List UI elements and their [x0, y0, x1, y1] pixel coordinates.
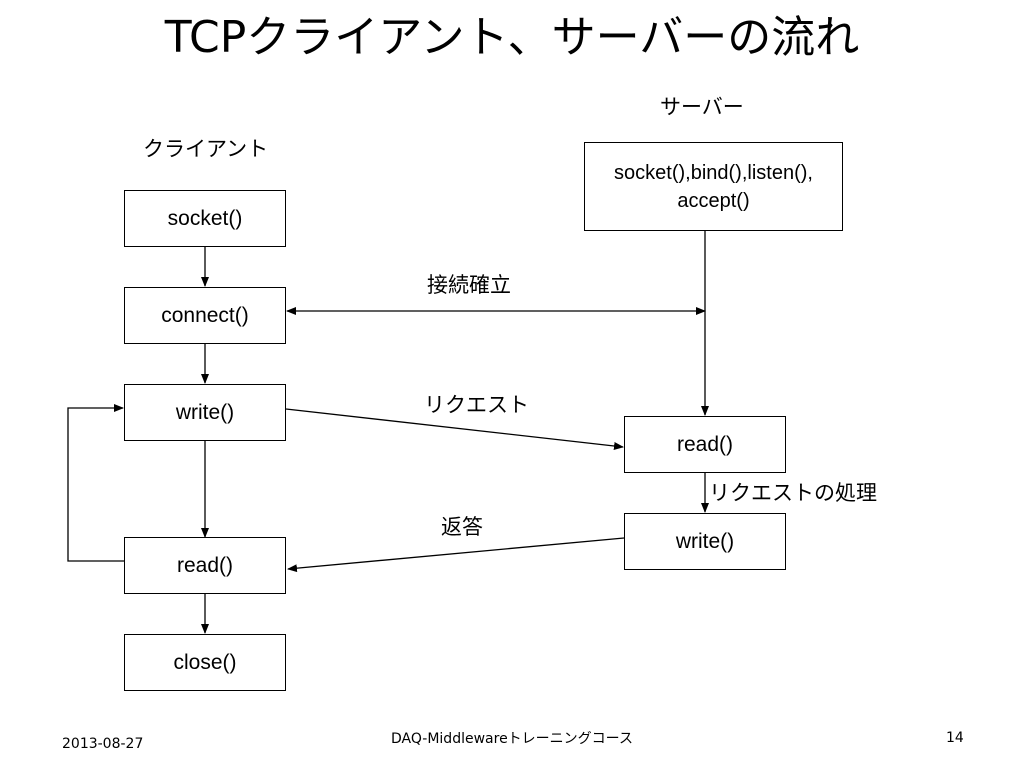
client-connect-box: connect()	[124, 287, 286, 344]
server-read-box: read()	[624, 416, 786, 473]
server-setup-label-line1: socket(),bind(),listen(),	[614, 161, 813, 184]
server-column-header: サーバー	[660, 95, 744, 119]
connection-established-label: 接続確立	[427, 273, 511, 297]
server-write-box: write()	[624, 513, 786, 570]
client-connect-label: connect()	[161, 303, 249, 327]
client-socket-label: socket()	[167, 206, 243, 230]
client-read-label: read()	[176, 553, 234, 577]
footer-page-number: 14	[946, 730, 964, 746]
request-label: リクエスト	[424, 393, 529, 417]
server-read-label: read()	[676, 432, 734, 456]
client-write-label: write()	[175, 400, 235, 424]
footer-date: 2013-08-27	[62, 736, 144, 752]
client-close-label: close()	[173, 650, 237, 674]
server-setup-box: socket(),bind(),listen(), accept()	[584, 142, 843, 231]
server-write-label: write()	[675, 529, 735, 553]
footer-course-title: DAQ-Middlewareトレーニングコース	[391, 731, 633, 747]
client-write-box: write()	[124, 384, 286, 441]
arrow-loop-read-to-write	[67, 404, 124, 562]
client-socket-box: socket()	[124, 190, 286, 247]
server-setup-label-line2: accept()	[677, 189, 750, 212]
response-label: 返答	[441, 515, 483, 539]
client-close-box: close()	[124, 634, 286, 691]
arrow-response	[287, 537, 625, 573]
request-processing-label: リクエストの処理	[709, 481, 877, 505]
arrow-request	[285, 408, 624, 450]
client-column-header: クライアント	[143, 137, 269, 161]
slide-title: TCPクライアント、サーバーの流れ	[164, 12, 860, 63]
client-read-box: read()	[124, 537, 286, 594]
